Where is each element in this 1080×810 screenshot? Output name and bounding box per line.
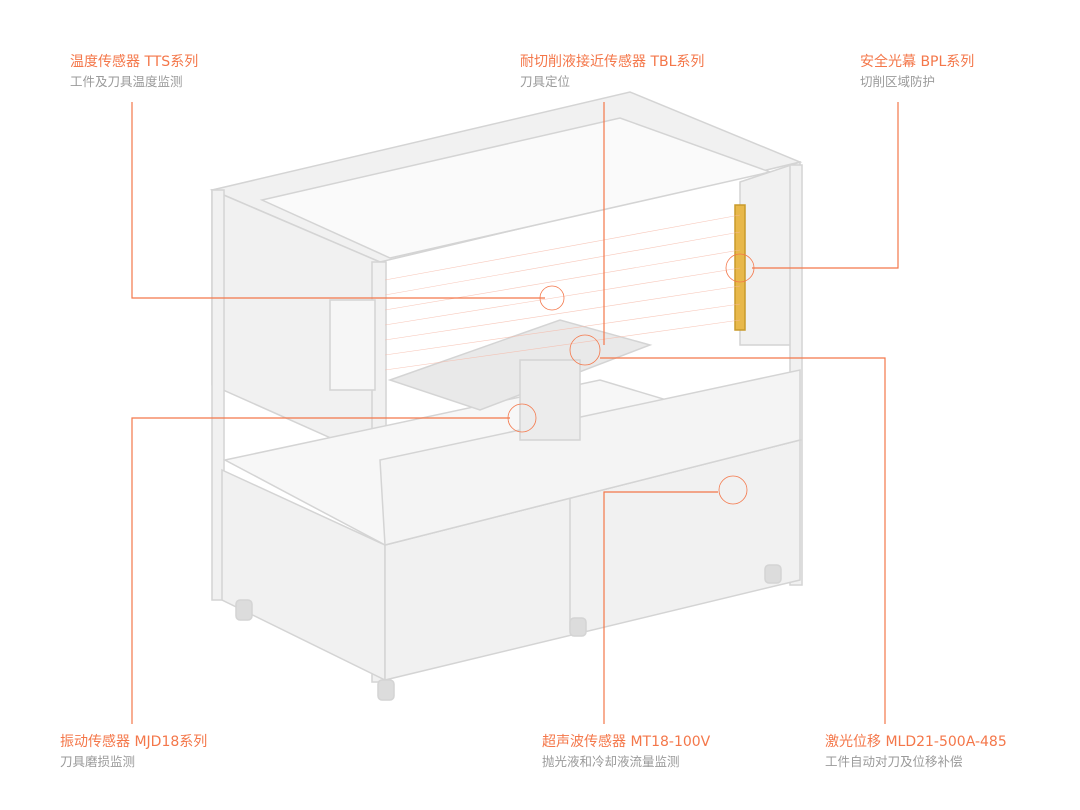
callout-laser-displacement: 激光位移 MLD21-500A-485 工件自动对刀及位移补偿 xyxy=(825,732,1007,772)
callout-subtitle: 抛光液和冷却液流量监测 xyxy=(542,754,680,769)
callout-subtitle: 切削区域防护 xyxy=(860,74,936,89)
light-curtain-beams xyxy=(384,214,741,371)
machine-frame xyxy=(209,91,803,701)
callout-lines xyxy=(131,102,899,724)
callout-title: 温度传感器 TTS系列 xyxy=(70,54,199,70)
callout-subtitle: 刀具磨损监测 xyxy=(60,754,136,769)
callout-ultrasonic-sensor: 超声波传感器 MT18-100V 抛光液和冷却液流量监测 xyxy=(542,732,710,772)
callout-subtitle: 刀具定位 xyxy=(520,74,571,89)
callout-title: 激光位移 MLD21-500A-485 xyxy=(825,734,1007,750)
callout-title: 耐切削液接近传感器 TBL系列 xyxy=(520,54,705,70)
callout-subtitle: 工件及刀具温度监测 xyxy=(70,74,183,89)
callout-vibration-sensor: 振动传感器 MJD18系列 刀具磨损监测 xyxy=(60,732,207,772)
callout-temperature-sensor: 温度传感器 TTS系列 工件及刀具温度监测 xyxy=(70,52,198,92)
callout-title: 振动传感器 MJD18系列 xyxy=(60,734,208,750)
callout-proximity-sensor: 耐切削液接近传感器 TBL系列 刀具定位 xyxy=(520,52,704,92)
callout-safety-light-curtain: 安全光幕 BPL系列 切削区域防护 xyxy=(860,52,974,92)
callout-title: 超声波传感器 MT18-100V xyxy=(542,734,711,750)
callout-subtitle: 工件自动对刀及位移补偿 xyxy=(825,754,963,769)
callout-title: 安全光幕 BPL系列 xyxy=(860,54,975,70)
